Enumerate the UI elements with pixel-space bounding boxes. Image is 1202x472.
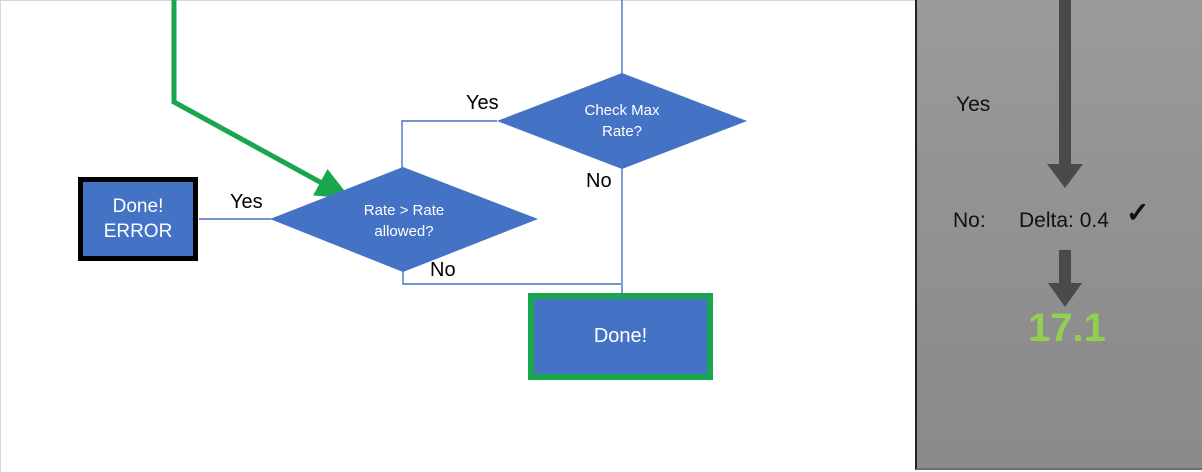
- panel-yes-label: Yes: [956, 93, 991, 116]
- done-error-box: Done! ERROR: [78, 177, 198, 261]
- checkmark-icon: ✓: [1126, 197, 1150, 228]
- rate-allowed-yes-label: Yes: [230, 191, 263, 213]
- check-max-yes-label: Yes: [466, 92, 499, 114]
- green-path-arrow: [171, 0, 351, 200]
- check-max-no-label: No: [586, 170, 612, 192]
- done-box: Done!: [528, 293, 713, 380]
- check-max-diamond-label: Check Max Rate?: [584, 102, 660, 140]
- connector-checkmax-yes: [401, 120, 497, 168]
- panel-result-value: 17.1: [1028, 306, 1106, 350]
- panel-delta-value: Delta: 0.4: [1019, 209, 1109, 232]
- rate-allowed-no-label: No: [430, 259, 456, 281]
- side-panel: [915, 0, 1202, 470]
- panel-no-label: No:: [953, 209, 986, 232]
- rate-allowed-diamond-label: Rate > Rate allowed?: [363, 202, 445, 240]
